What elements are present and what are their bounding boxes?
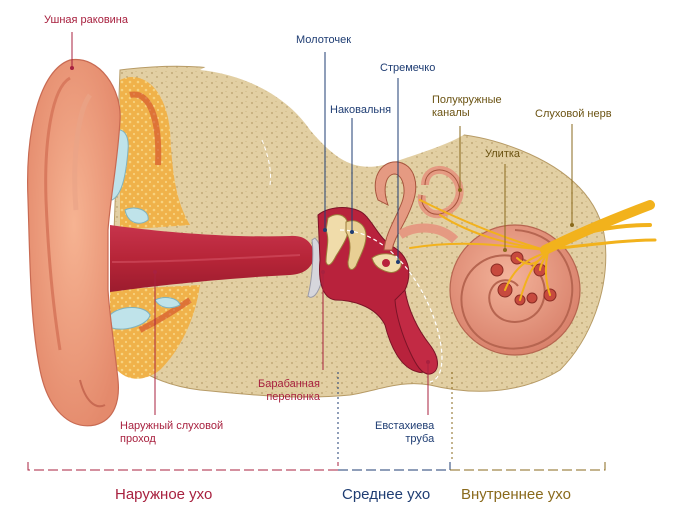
eustachian-tube xyxy=(394,288,438,375)
malleus xyxy=(325,214,349,266)
eustachian-tube-label-line1: Евстахиева xyxy=(375,420,435,432)
stapes-label: Стремечко xyxy=(380,62,436,74)
cochlea-label: Улитка xyxy=(485,148,521,160)
eustachian-tube-label-line2: труба xyxy=(405,433,435,445)
eardrum-label-line1: Барабанная xyxy=(258,378,320,390)
leader-lines xyxy=(70,32,574,415)
inner-ear-section-title: Внутреннее ухо xyxy=(461,486,571,503)
eustachian-tube-label: Евстахиева труба xyxy=(375,420,434,446)
cartilage-lower xyxy=(109,307,151,330)
auditory-nerve xyxy=(409,199,657,301)
ear-canal-label-line1: Наружный слуховой xyxy=(120,420,224,432)
cranial-cavity xyxy=(200,45,470,167)
eardrum-label: Барабанная перепонка xyxy=(258,378,320,404)
malleus-label: Молоточек xyxy=(296,34,352,46)
canal-tissue-upper xyxy=(120,77,190,230)
auditory-nerve-label: Слуховой нерв xyxy=(535,108,612,120)
semicircular-canals-label-line1: Полукружные xyxy=(432,94,502,106)
eardrum-label-line2: перепонка xyxy=(266,391,320,403)
semicircular-canals-label-line2: каналы xyxy=(432,107,470,119)
outer-ear-section-title: Наружное ухо xyxy=(115,486,213,503)
auricle-label: Ушная раковина xyxy=(44,14,128,26)
ear-canal-label: Наружный слуховой проход xyxy=(120,420,223,446)
section-dividers xyxy=(337,372,453,462)
cartilage-upper-small xyxy=(124,207,149,224)
section-brackets xyxy=(27,462,606,471)
middle-ear-section-title: Среднее ухо xyxy=(342,486,431,503)
ear-canal-label-line2: проход xyxy=(120,433,156,445)
incus-label: Наковальня xyxy=(330,104,392,116)
auricle xyxy=(27,58,121,427)
semicircular-canals-label: Полукружные каналы xyxy=(432,94,502,120)
